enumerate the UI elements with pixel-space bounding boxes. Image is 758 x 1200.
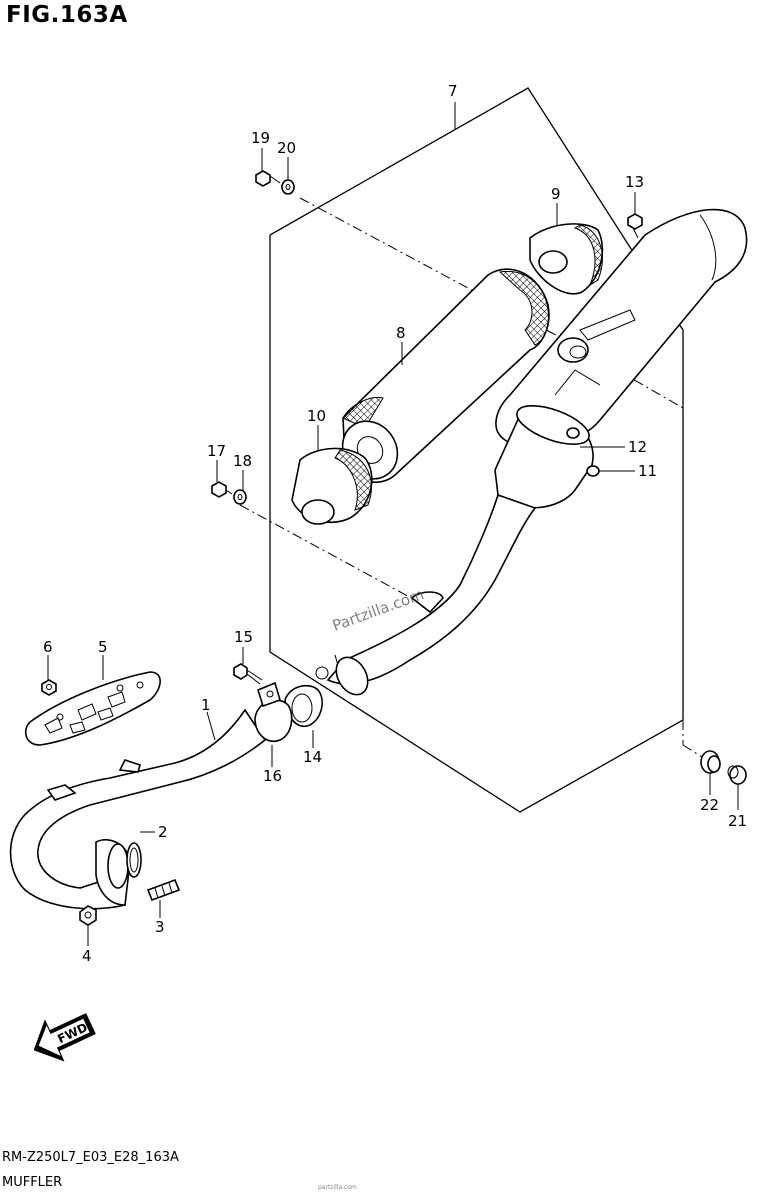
bushing-22[interactable] xyxy=(700,750,721,774)
callout-11: 11 xyxy=(638,462,657,480)
clamp-bolt[interactable] xyxy=(233,663,263,685)
bolt-6[interactable] xyxy=(41,679,57,696)
clamp[interactable] xyxy=(254,681,293,742)
inner-cap[interactable] xyxy=(291,447,373,525)
end-cap[interactable] xyxy=(529,223,604,295)
callout-leaders xyxy=(47,102,739,946)
footer-watermark: partzilla.com xyxy=(318,1184,357,1191)
callout-10: 10 xyxy=(307,407,326,425)
callout-14: 14 xyxy=(303,748,322,766)
heat-shield[interactable] xyxy=(24,671,161,746)
callout-22: 22 xyxy=(700,796,719,814)
callout-16: 16 xyxy=(263,767,282,785)
callout-3: 3 xyxy=(155,918,165,936)
bolt-13[interactable] xyxy=(627,213,643,239)
callout-4: 4 xyxy=(82,947,92,965)
fwd-arrow-icon: FWD xyxy=(33,1013,96,1062)
exhaust-pipe[interactable] xyxy=(9,708,267,910)
muffler-inlet-pipe[interactable] xyxy=(315,398,600,700)
figure-name: MUFFLER xyxy=(2,1175,63,1190)
callout-8: 8 xyxy=(396,324,406,342)
callout-6: 6 xyxy=(43,638,53,656)
bolt-19[interactable] xyxy=(255,170,281,187)
callout-5: 5 xyxy=(98,638,108,656)
callout-1: 1 xyxy=(201,696,211,714)
callout-13: 13 xyxy=(625,173,644,191)
joint-seal[interactable] xyxy=(284,684,323,727)
callout-7: 7 xyxy=(448,82,458,100)
callout-21: 21 xyxy=(728,812,747,830)
callout-12: 12 xyxy=(628,438,647,456)
stud-bolt[interactable] xyxy=(146,878,181,902)
bolt-17[interactable] xyxy=(211,481,233,498)
nut[interactable] xyxy=(79,905,97,926)
callout-20: 20 xyxy=(277,139,296,157)
callout-15: 15 xyxy=(234,628,253,646)
muffler-body[interactable] xyxy=(495,208,748,448)
callout-9: 9 xyxy=(551,185,561,203)
washer-18[interactable] xyxy=(233,489,247,505)
collar-21[interactable] xyxy=(727,765,747,785)
washer-20[interactable] xyxy=(281,179,295,195)
callout-labels: 7 19 20 9 13 8 10 12 11 17 18 15 6 5 1 1… xyxy=(43,82,747,965)
callout-19: 19 xyxy=(251,129,270,147)
figure-title: FIG.163A xyxy=(6,2,128,28)
callout-17: 17 xyxy=(207,442,226,460)
gasket[interactable] xyxy=(126,842,142,878)
callout-2: 2 xyxy=(158,823,168,841)
callout-18: 18 xyxy=(233,452,252,470)
model-code: RM-Z250L7_E03_E28_163A xyxy=(2,1150,179,1165)
